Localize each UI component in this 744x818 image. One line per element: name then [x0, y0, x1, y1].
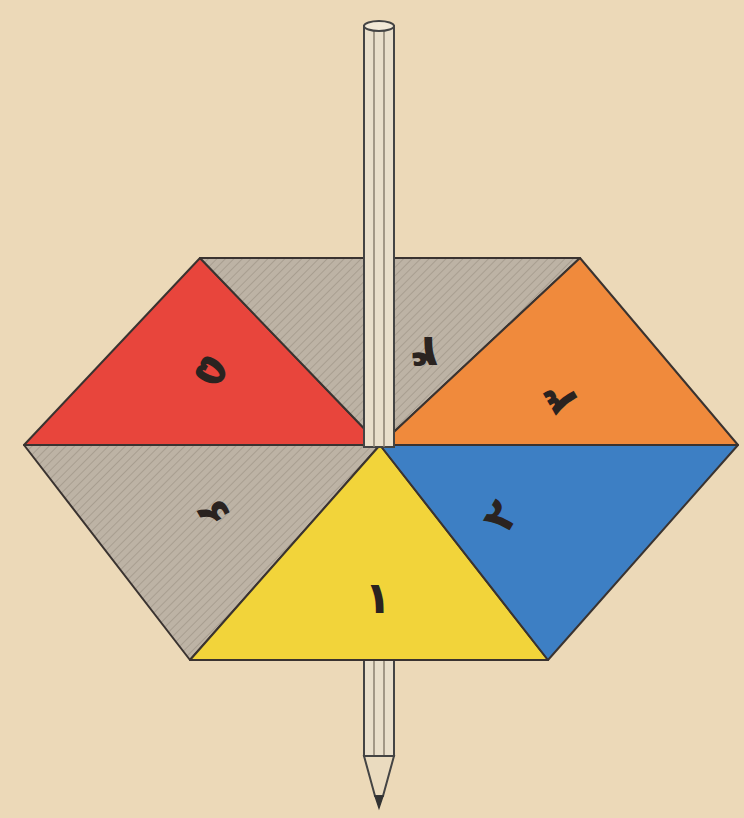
- pencil: [364, 21, 394, 447]
- triangle-outline: [380, 445, 738, 660]
- triangle-shape: [380, 445, 738, 660]
- segment-number: ۴: [411, 330, 438, 374]
- blue-segment: ۲: [380, 445, 738, 660]
- segment-number: ۱: [365, 576, 392, 620]
- triangle-outline: [380, 258, 738, 445]
